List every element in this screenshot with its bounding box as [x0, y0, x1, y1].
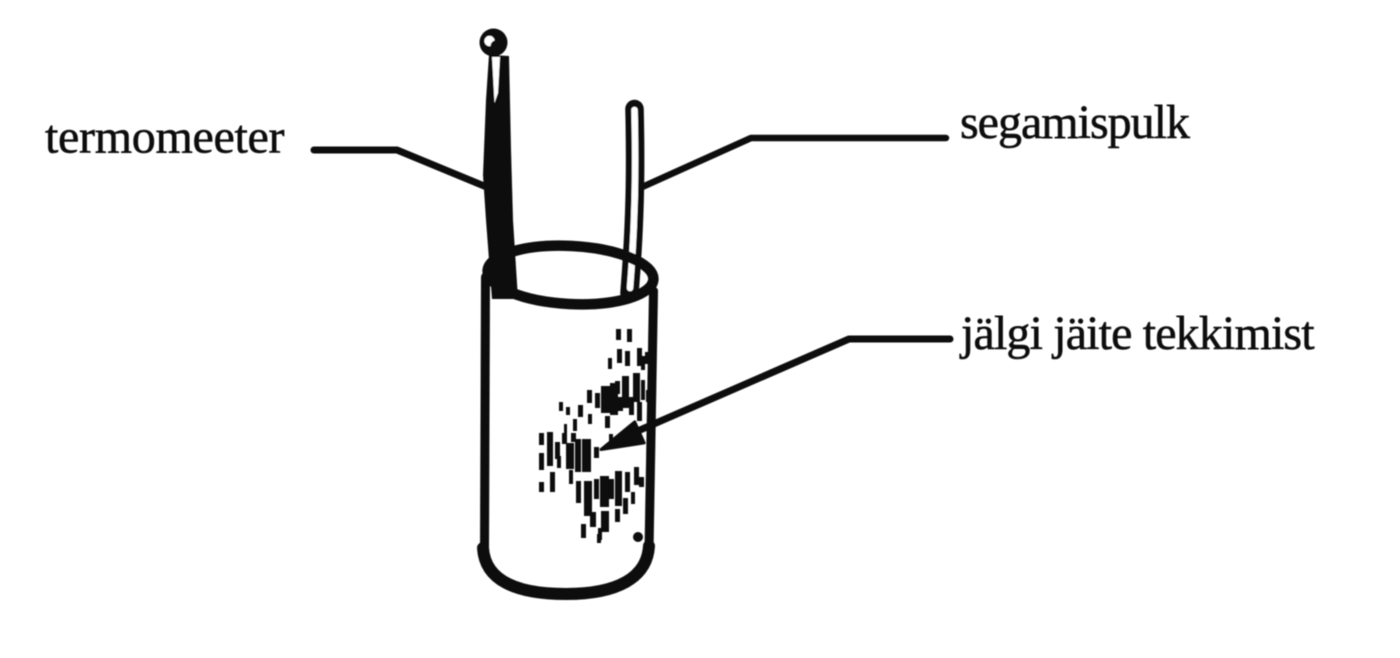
svg-text:jälgi jäite tekkimist: jälgi jäite tekkimist — [959, 307, 1315, 360]
svg-text:termomeeter: termomeeter — [45, 111, 285, 164]
svg-text:segamispulk: segamispulk — [960, 96, 1190, 149]
